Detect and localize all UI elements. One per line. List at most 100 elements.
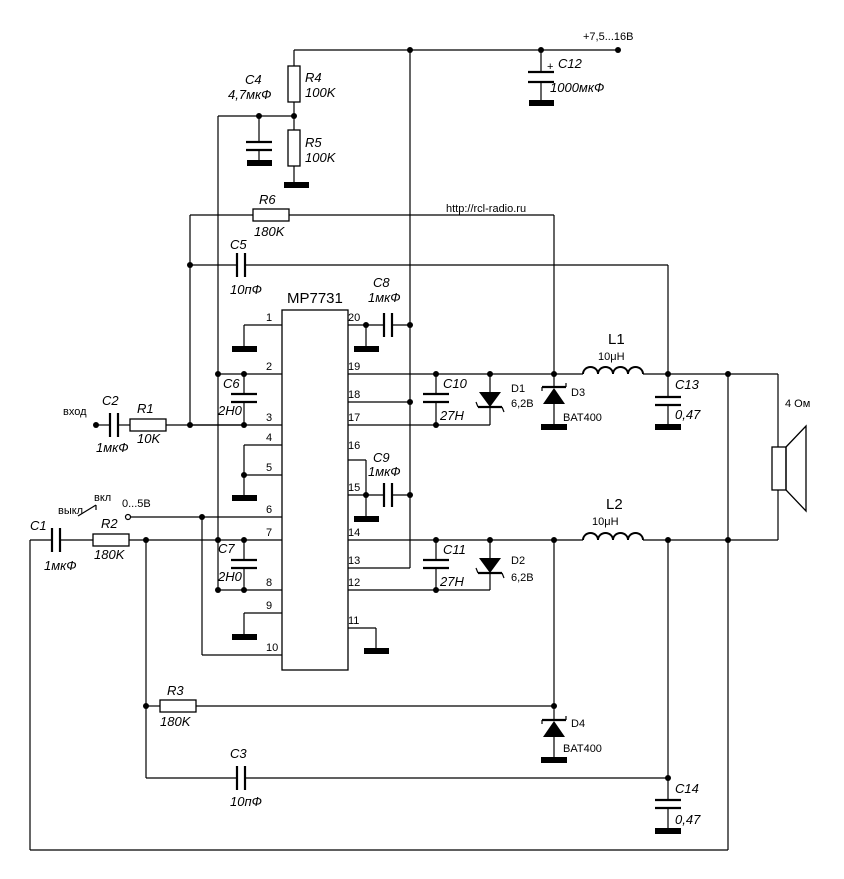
pin-number-8: 8 bbox=[266, 577, 272, 589]
r5-value: 100K bbox=[305, 150, 337, 165]
c7-name: C7 bbox=[218, 541, 235, 556]
l1-value: 10μH bbox=[598, 351, 625, 363]
r6-value: 180K bbox=[254, 224, 286, 239]
speaker-label: 4 Ом bbox=[785, 398, 810, 410]
junction-dot bbox=[665, 775, 671, 781]
pin-number-2: 2 bbox=[266, 361, 272, 373]
c13-name: C13 bbox=[675, 377, 700, 392]
c5-value: 10пФ bbox=[230, 282, 262, 297]
r4-value: 100K bbox=[305, 85, 337, 100]
r5-name: R5 bbox=[305, 135, 322, 150]
switch-off-label: выкл bbox=[58, 505, 83, 517]
pin-number-1: 1 bbox=[266, 312, 272, 324]
r4-name: R4 bbox=[305, 70, 322, 85]
junction-dot bbox=[187, 262, 193, 268]
pin-number-9: 9 bbox=[266, 600, 272, 612]
mute-switch-wires bbox=[77, 504, 203, 655]
l2-value: 10μH bbox=[592, 516, 619, 528]
ground-symbol bbox=[284, 182, 309, 188]
junction-dot bbox=[199, 514, 205, 520]
r1-value: 10K bbox=[137, 431, 161, 446]
d2-value: 6,2В bbox=[511, 572, 534, 584]
junction-dot bbox=[433, 422, 439, 428]
junction-dot bbox=[407, 492, 413, 498]
junction-dot bbox=[215, 537, 221, 543]
c4-name: C4 bbox=[245, 72, 262, 87]
c7-value: 2H0 bbox=[217, 569, 243, 584]
supply-label: +7,5...16В bbox=[583, 31, 633, 43]
junction-dot bbox=[363, 322, 369, 328]
junction-dot bbox=[363, 492, 369, 498]
r3-d4-wires bbox=[146, 374, 729, 850]
supply-rail bbox=[293, 49, 618, 568]
c3-name: C3 bbox=[230, 746, 247, 761]
r6-name: R6 bbox=[259, 192, 276, 207]
ground-symbol bbox=[655, 828, 681, 834]
pin-number-19: 19 bbox=[348, 361, 360, 373]
junction-dot bbox=[215, 371, 221, 377]
d4-name: D4 bbox=[571, 718, 585, 730]
d1-name: D1 bbox=[511, 383, 525, 395]
c12-value: 1000мкФ bbox=[550, 80, 604, 95]
r1-name: R1 bbox=[137, 401, 154, 416]
c9-value: 1мкФ bbox=[368, 464, 401, 479]
c8-name: C8 bbox=[373, 275, 390, 290]
ground-symbol bbox=[232, 495, 257, 501]
speaker-icon bbox=[771, 374, 807, 540]
r3-value: 180K bbox=[160, 714, 192, 729]
ground-symbol bbox=[529, 100, 554, 106]
junction-dot bbox=[143, 537, 149, 543]
c4-wires bbox=[217, 115, 294, 590]
ground-symbol bbox=[364, 648, 389, 654]
junction-dot bbox=[665, 371, 671, 377]
resistor-r5 bbox=[287, 129, 301, 167]
l2-name: L2 bbox=[606, 496, 623, 513]
pin-number-17: 17 bbox=[348, 412, 360, 424]
ic-body bbox=[281, 309, 349, 671]
pin-number-12: 12 bbox=[348, 577, 360, 589]
r3-name: R3 bbox=[167, 683, 184, 698]
c6-name: C6 bbox=[223, 376, 240, 391]
c13-value: 0,47 bbox=[675, 407, 701, 422]
pin-number-15: 15 bbox=[348, 482, 360, 494]
d1-value: 6,2В bbox=[511, 398, 534, 410]
l1-name: L1 bbox=[608, 331, 625, 348]
pin-number-6: 6 bbox=[266, 504, 272, 516]
ground-symbol bbox=[655, 424, 681, 430]
schottky-diode-d4 bbox=[541, 716, 567, 763]
c1-r2-wires bbox=[29, 539, 728, 851]
pin-number-10: 10 bbox=[266, 642, 278, 654]
capacitor-c12: + C12 1000мкФ bbox=[528, 56, 604, 106]
resistor-r6 bbox=[252, 208, 290, 222]
switch-range-label: 0...5В bbox=[122, 498, 151, 510]
pin-number-13: 13 bbox=[348, 555, 360, 567]
ground-symbol bbox=[541, 424, 567, 430]
website-label: http://rcl-radio.ru bbox=[446, 203, 526, 215]
c12-plus-sign: + bbox=[547, 61, 553, 73]
ground-symbol bbox=[232, 634, 257, 640]
c11-value: 27H bbox=[439, 574, 464, 589]
supply-terminal bbox=[615, 47, 621, 53]
junction-dot bbox=[538, 47, 544, 53]
zener-diode-d1 bbox=[475, 374, 505, 425]
junction-dot bbox=[407, 47, 413, 53]
junction-dot bbox=[407, 322, 413, 328]
zener-diode-d2 bbox=[475, 540, 505, 590]
ground-symbol bbox=[541, 757, 567, 763]
schottky-diode-d3 bbox=[541, 374, 567, 430]
c10-value: 27H bbox=[439, 408, 464, 423]
c8-value: 1мкФ bbox=[368, 290, 401, 305]
pin-number-14: 14 bbox=[348, 527, 360, 539]
resistor-r1 bbox=[129, 418, 167, 432]
resistor-r4 bbox=[287, 65, 301, 103]
ic-right-pin-lines bbox=[348, 324, 554, 629]
pin-number-11: 11 bbox=[348, 615, 359, 627]
pin-number-16: 16 bbox=[348, 440, 360, 452]
c10-name: C10 bbox=[443, 376, 468, 391]
pin-number-20: 20 bbox=[348, 312, 360, 324]
junction-dot bbox=[433, 587, 439, 593]
pin-number-4: 4 bbox=[266, 432, 272, 444]
junction-dot bbox=[143, 703, 149, 709]
